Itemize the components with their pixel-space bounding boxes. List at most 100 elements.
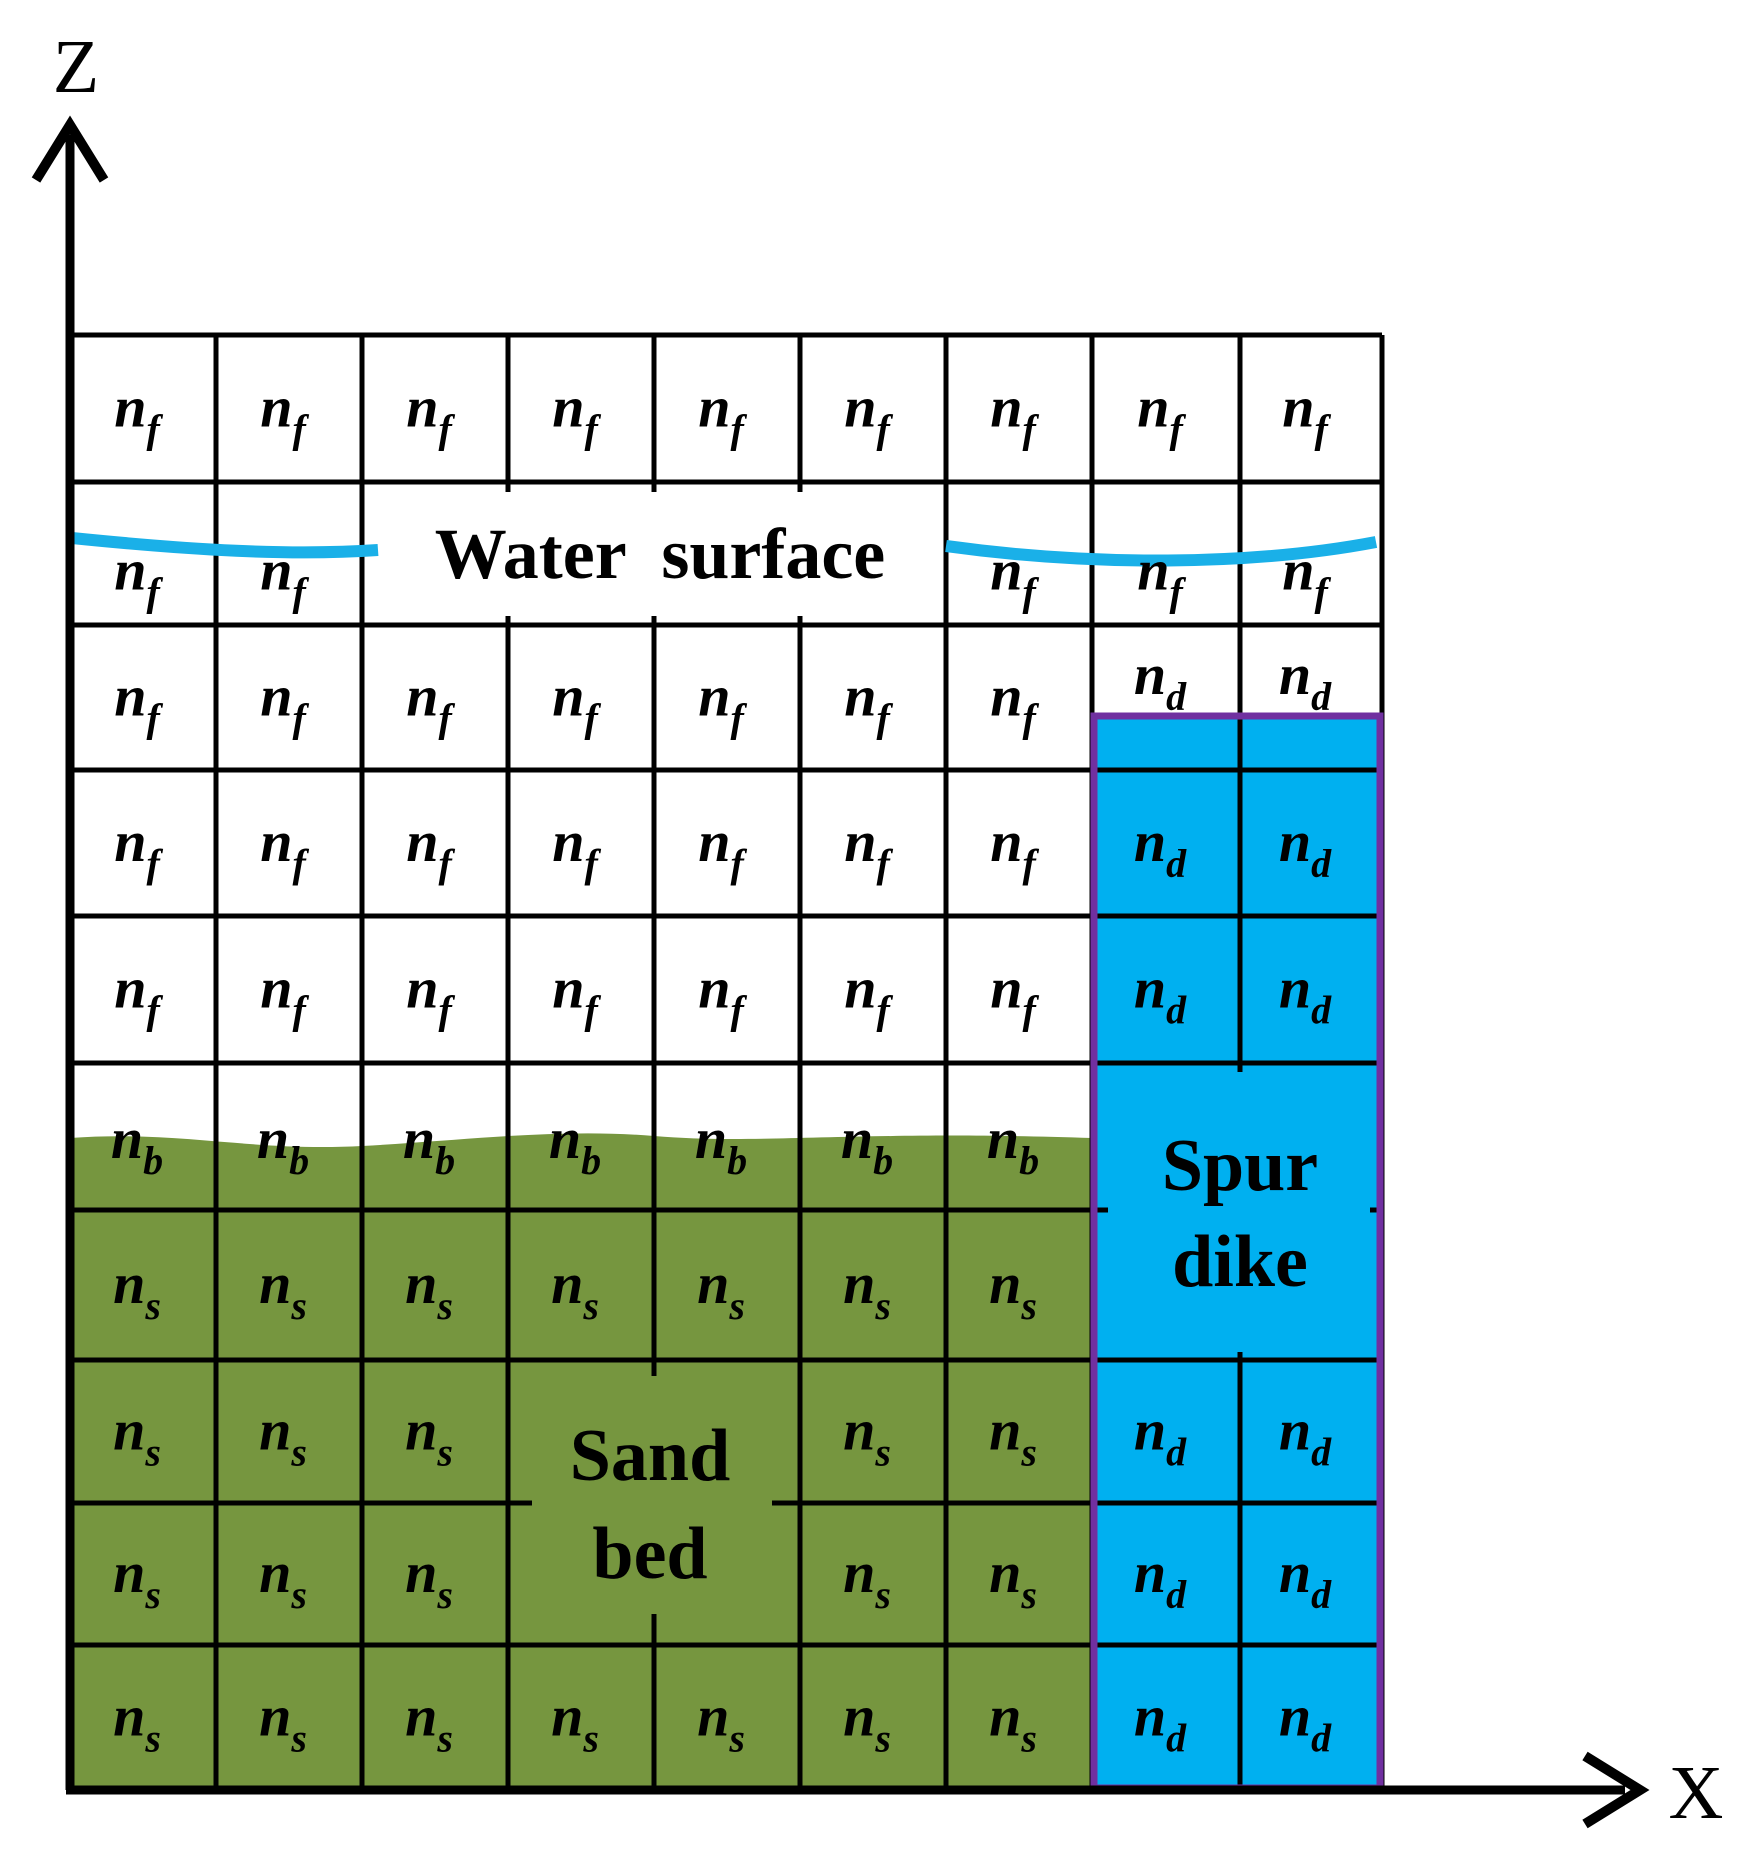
cell-symbol-base: n bbox=[695, 1106, 727, 1171]
cell-symbol-subscript: d bbox=[1166, 674, 1187, 719]
cell-label-ns: ns bbox=[259, 1540, 307, 1617]
cell-label-ns: ns bbox=[843, 1251, 891, 1328]
cell-symbol-base: n bbox=[989, 1398, 1021, 1463]
cell-symbol-subscript: b bbox=[873, 1138, 893, 1183]
cell-symbol-base: n bbox=[1282, 375, 1314, 440]
cell-symbol-subscript: d bbox=[1166, 841, 1187, 886]
cell-label-nd: nd bbox=[1134, 809, 1187, 886]
cell-symbol-base: n bbox=[111, 1106, 143, 1171]
cell-label-nf: nf bbox=[844, 664, 893, 741]
cell-symbol-base: n bbox=[1279, 809, 1311, 874]
cell-symbol-subscript: b bbox=[143, 1138, 163, 1183]
cell-label-ns: ns bbox=[113, 1684, 161, 1761]
cell-symbol-subscript: s bbox=[582, 1716, 599, 1761]
cell-symbol-subscript: f bbox=[146, 696, 163, 741]
cell-label-nf: nf bbox=[698, 956, 747, 1033]
cell-symbol-subscript: s bbox=[144, 1283, 161, 1328]
cell-label-ns: ns bbox=[697, 1684, 745, 1761]
cell-symbol-subscript: f bbox=[1314, 407, 1331, 452]
cell-symbol-subscript: f bbox=[584, 988, 601, 1033]
cell-symbol-subscript: f bbox=[730, 696, 747, 741]
cell-label-ns: ns bbox=[259, 1398, 307, 1475]
cell-symbol-base: n bbox=[989, 1251, 1021, 1316]
cell-label-nf: nf bbox=[844, 956, 893, 1033]
cell-label-nf: nf bbox=[844, 375, 893, 452]
cell-symbol-subscript: f bbox=[438, 841, 455, 886]
cell-symbol-subscript: d bbox=[1311, 1716, 1332, 1761]
cell-label-nf: nf bbox=[990, 375, 1039, 452]
cell-symbol-base: n bbox=[843, 1251, 875, 1316]
cell-symbol-base: n bbox=[1134, 809, 1166, 874]
cell-symbol-base: n bbox=[259, 1684, 291, 1749]
cell-label-ns: ns bbox=[113, 1251, 161, 1328]
cell-label-nf: nf bbox=[1137, 375, 1186, 452]
cell-symbol-base: n bbox=[989, 1684, 1021, 1749]
cell-symbol-base: n bbox=[990, 664, 1022, 729]
cell-label-nf: nf bbox=[698, 375, 747, 452]
cell-symbol-base: n bbox=[990, 375, 1022, 440]
cell-label-nf: nf bbox=[260, 664, 309, 741]
cell-symbol-subscript: s bbox=[1020, 1283, 1037, 1328]
cell-label-ns: ns bbox=[259, 1251, 307, 1328]
cell-symbol-base: n bbox=[114, 664, 146, 729]
cell-label-nd: nd bbox=[1279, 642, 1332, 719]
cell-symbol-base: n bbox=[1282, 538, 1314, 603]
cell-label-ns: ns bbox=[989, 1540, 1037, 1617]
cell-label-nd: nd bbox=[1279, 1540, 1332, 1617]
cell-symbol-subscript: f bbox=[438, 696, 455, 741]
x-axis-arrowhead bbox=[1582, 1751, 1650, 1829]
cell-label-nd: nd bbox=[1279, 809, 1332, 886]
cell-label-ns: ns bbox=[405, 1251, 453, 1328]
cell-symbol-base: n bbox=[114, 538, 146, 603]
cell-symbol-base: n bbox=[1279, 1540, 1311, 1605]
cell-symbol-base: n bbox=[843, 1398, 875, 1463]
cell-symbol-subscript: s bbox=[728, 1716, 745, 1761]
water-surface-label-mask bbox=[376, 492, 932, 616]
cell-symbol-subscript: s bbox=[436, 1716, 453, 1761]
cell-symbol-base: n bbox=[406, 375, 438, 440]
cell-label-nb: nb bbox=[403, 1106, 455, 1183]
cell-symbol-subscript: s bbox=[874, 1716, 891, 1761]
cell-label-nf: nf bbox=[990, 956, 1039, 1033]
cell-symbol-base: n bbox=[1134, 956, 1166, 1021]
cell-symbol-subscript: s bbox=[144, 1572, 161, 1617]
cell-symbol-base: n bbox=[990, 956, 1022, 1021]
cell-symbol-subscript: f bbox=[292, 570, 309, 615]
cell-symbol-subscript: s bbox=[874, 1430, 891, 1475]
cell-symbol-base: n bbox=[113, 1684, 145, 1749]
cell-label-nf: nf bbox=[114, 375, 163, 452]
cell-symbol-subscript: f bbox=[584, 841, 601, 886]
cell-symbol-base: n bbox=[1137, 375, 1169, 440]
cell-symbol-subscript: f bbox=[146, 407, 163, 452]
cell-label-nf: nf bbox=[552, 809, 601, 886]
cell-symbol-subscript: f bbox=[1022, 841, 1039, 886]
label-masks bbox=[376, 492, 1370, 1614]
cell-symbol-subscript: s bbox=[144, 1430, 161, 1475]
cell-label-ns: ns bbox=[989, 1398, 1037, 1475]
cell-symbol-subscript: f bbox=[730, 407, 747, 452]
cell-symbol-subscript: s bbox=[144, 1716, 161, 1761]
cell-symbol-subscript: s bbox=[290, 1716, 307, 1761]
cell-symbol-subscript: f bbox=[1022, 988, 1039, 1033]
cell-symbol-base: n bbox=[698, 664, 730, 729]
cell-symbol-subscript: s bbox=[290, 1430, 307, 1475]
sand-bed-label-line1: Sand bbox=[570, 1415, 730, 1497]
cell-symbol-subscript: s bbox=[874, 1283, 891, 1328]
cell-symbol-subscript: f bbox=[876, 988, 893, 1033]
cell-symbol-subscript: b bbox=[581, 1138, 601, 1183]
cell-symbol-subscript: d bbox=[1166, 1716, 1187, 1761]
cell-label-nf: nf bbox=[114, 538, 163, 615]
cell-symbol-subscript: s bbox=[436, 1283, 453, 1328]
cell-label-nf: nf bbox=[990, 809, 1039, 886]
cell-symbol-subscript: f bbox=[876, 407, 893, 452]
cell-label-nf: nf bbox=[1137, 538, 1186, 615]
cell-label-nf: nf bbox=[260, 538, 309, 615]
cell-symbol-subscript: d bbox=[1311, 988, 1332, 1033]
cell-label-nf: nf bbox=[990, 538, 1039, 615]
cell-label-nf: nf bbox=[260, 809, 309, 886]
cell-label-ns: ns bbox=[697, 1251, 745, 1328]
cell-symbol-base: n bbox=[551, 1251, 583, 1316]
cell-label-nf: nf bbox=[1282, 375, 1331, 452]
cell-symbol-subscript: f bbox=[1022, 407, 1039, 452]
